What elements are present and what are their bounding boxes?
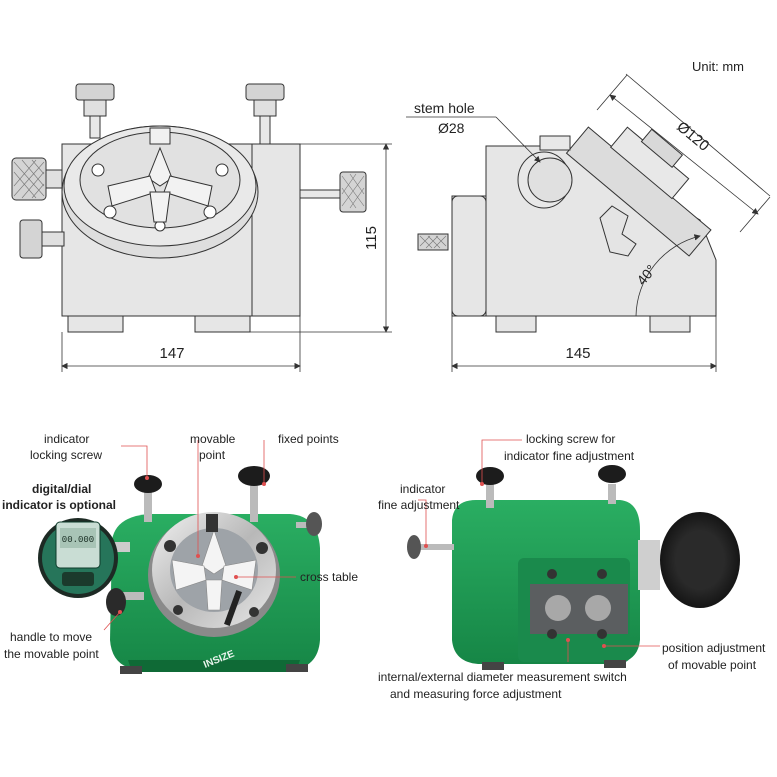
front-photo-leader-dots (118, 476, 266, 614)
label-switch-line1: internal/external diameter measurement s… (378, 670, 627, 684)
back-photo-leader-dots (424, 482, 606, 648)
label-indicator-locking-line2: locking screw (30, 448, 103, 462)
label-indicator-locking-line1: indicator (44, 432, 90, 446)
label-position-adj-line1: position adjustment (662, 641, 766, 655)
side-dimensions (406, 73, 771, 372)
label-digital-optional-line1: digital/dial (32, 482, 92, 496)
side-knurl-hatching (419, 235, 447, 249)
label-indicator-fine-line2: fine adjustment (378, 498, 460, 512)
front-photo-leaders (103, 440, 296, 631)
label-cross-table: cross table (300, 570, 359, 584)
front-dimensions (61, 143, 392, 372)
label-movable-point-line1: movable (190, 432, 236, 446)
stem-hole-diameter: Ø28 (438, 120, 465, 136)
label-locking-fine-line1: locking screw for (526, 432, 616, 446)
label-handle-line2: the movable point (4, 647, 99, 661)
back-photo-device (407, 465, 740, 670)
label-switch-line2: and measuring force adjustment (390, 687, 562, 701)
back-photo-leaders (418, 439, 660, 662)
label-position-adj-line2: of movable point (668, 658, 757, 672)
front-width-label: 147 (159, 345, 184, 362)
front-height-label: 115 (363, 226, 380, 250)
unit-label: Unit: mm (692, 59, 744, 74)
front-view-drawing (11, 83, 367, 333)
front-photo-device (38, 466, 322, 674)
table-diameter-label: Ø120 (673, 118, 712, 155)
indicator-display: 00.000 (62, 535, 94, 545)
label-indicator-fine-line1: indicator (400, 482, 446, 496)
side-width-label: 145 (565, 345, 590, 362)
label-movable-point-line2: point (199, 448, 226, 462)
stem-hole-label: stem hole (414, 100, 475, 116)
label-fixed-points: fixed points (278, 432, 339, 446)
label-digital-optional-line2: indicator is optional (2, 498, 117, 512)
label-handle-line1: handle to move (10, 630, 93, 644)
knurl-hatching (13, 159, 365, 209)
label-locking-fine-line2: indicator fine adjustment (504, 449, 635, 463)
